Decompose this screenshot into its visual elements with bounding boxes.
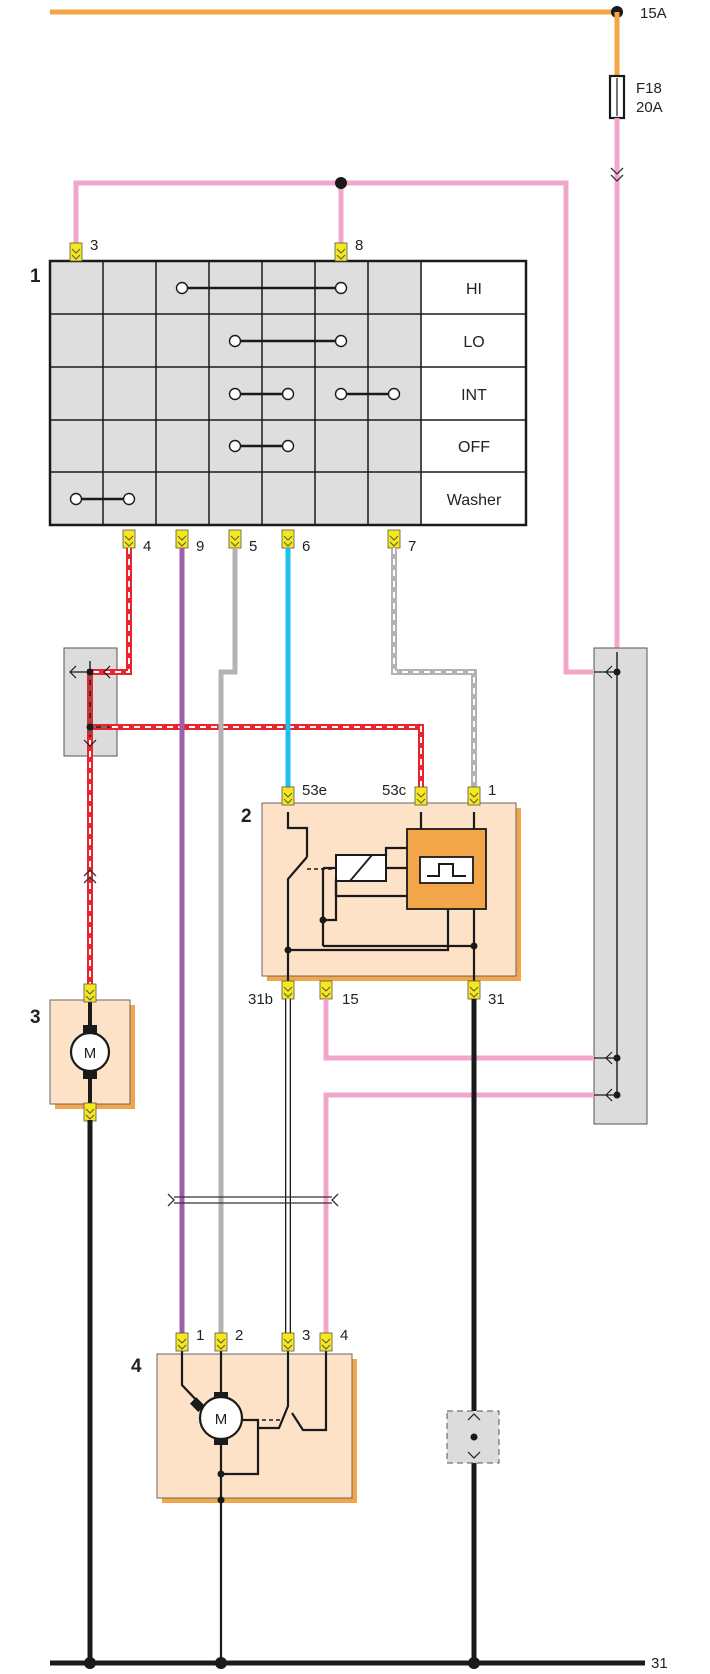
ground-31-bus: 31 (50, 1655, 668, 1672)
switch-pin-3: 3 (90, 237, 98, 254)
supply-label: 15A (640, 5, 667, 22)
wire-switch-feed-pink (73, 177, 594, 675)
washer-motor-symbol: M (84, 1045, 97, 1062)
switch-contacts (69, 281, 401, 506)
position-label-washer: Washer (447, 492, 502, 509)
relay-ref: 2 (241, 806, 252, 827)
fuse-rating: 20A (636, 99, 663, 116)
switch-pin-8: 8 (355, 237, 363, 254)
wire-motor-4-pink (323, 1092, 594, 1340)
wire-gray (218, 548, 238, 1340)
washer-motor: 3 M (30, 983, 135, 1122)
ground-label: 31 (651, 1655, 668, 1672)
switch-pin-5: 5 (249, 538, 257, 555)
supply-15a-bus: 15A (50, 5, 667, 22)
wiper-motor-ref: 4 (131, 1356, 142, 1377)
switch-pin-4: 4 (143, 538, 151, 555)
wire-gray-white (391, 548, 477, 788)
splice-rail-right (593, 647, 648, 1125)
wiper-motor-symbol: M (215, 1411, 228, 1428)
wiper-motor-pin-3: 3 (302, 1327, 310, 1344)
wiper-motor-pin-4: 4 (340, 1327, 348, 1344)
switch-pin-6: 6 (302, 538, 310, 555)
relay-pin-53e: 53e (302, 782, 327, 799)
wiper-motor: 4 M 1 2 3 4 (131, 1327, 357, 1663)
position-label-off: OFF (458, 439, 490, 456)
switch-ref: 1 (30, 266, 41, 287)
position-label-hi: HI (466, 281, 482, 298)
wire-relay-15-pink (323, 999, 594, 1061)
position-label-lo: LO (463, 334, 484, 351)
wiper-relay: 2 53e 53c (241, 782, 521, 1008)
fuse-name: F18 (636, 80, 662, 97)
wire-washer-red-white (69, 548, 424, 987)
washer-motor-ref: 3 (30, 1007, 41, 1028)
relay-pin-15: 15 (342, 991, 359, 1008)
relay-pin-31: 31 (488, 991, 505, 1008)
wiper-motor-pin-1: 1 (196, 1327, 204, 1344)
wiper-switch: 1 HI LO INT OFF Washer (30, 237, 528, 555)
relay-pin-53c: 53c (382, 782, 407, 799)
wire-fuse-to-splice-pink (610, 118, 624, 660)
relay-pin-31b: 31b (248, 991, 273, 1008)
switch-pin-7: 7 (408, 538, 416, 555)
switch-pin-9: 9 (196, 538, 204, 555)
harness-break-mark (167, 1193, 339, 1207)
position-label-int: INT (461, 387, 487, 404)
wiper-motor-pin-2: 2 (235, 1327, 243, 1344)
relay-pin-1: 1 (488, 782, 496, 799)
ground-splice (446, 1410, 500, 1464)
fuse-f18: F18 20A (608, 12, 663, 120)
